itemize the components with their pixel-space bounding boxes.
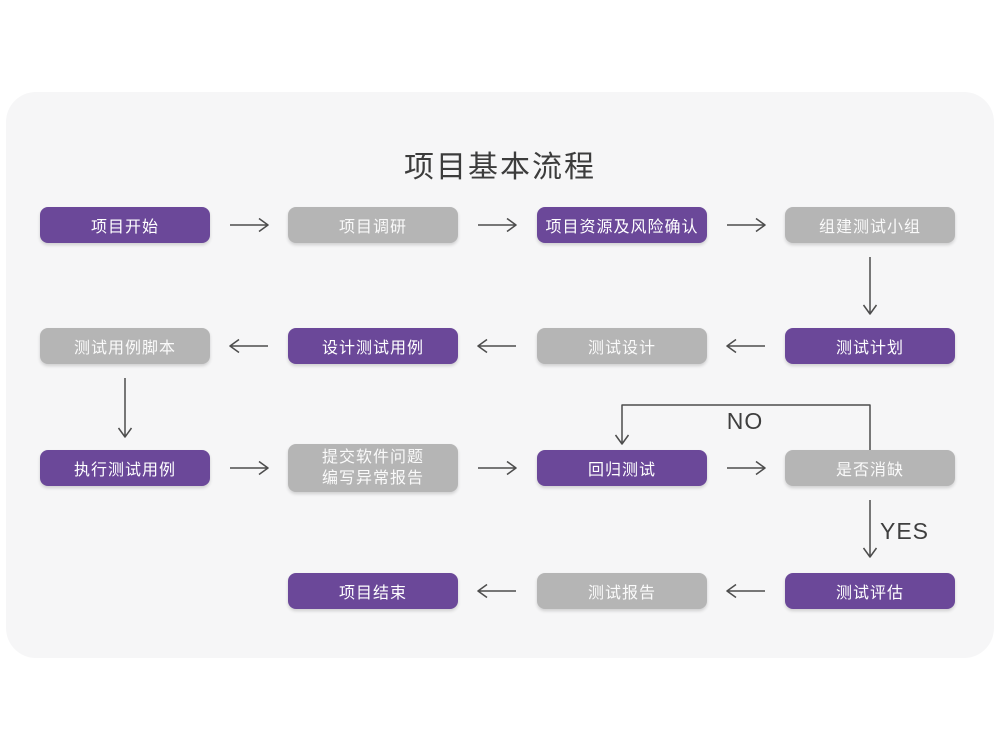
flow-node-test-plan: 测试计划 [785, 328, 955, 364]
flow-node-test-design: 测试设计 [537, 328, 707, 364]
flow-node-test-report: 测试报告 [537, 573, 707, 609]
flowchart-card [6, 92, 994, 658]
flow-node-submit-issue-report: 提交软件问题 编写异常报告 [288, 444, 458, 492]
flow-node-form-test-team: 组建测试小组 [785, 207, 955, 243]
flow-node-project-start: 项目开始 [40, 207, 210, 243]
flow-node-defect-resolved: 是否消缺 [785, 450, 955, 486]
diagram-title: 项目基本流程 [404, 151, 596, 184]
flow-node-regression-test: 回归测试 [537, 450, 707, 486]
flow-node-test-evaluation: 测试评估 [785, 573, 955, 609]
submit-issue-line1: 提交软件问题 [321, 449, 424, 466]
flow-node-project-research: 项目调研 [288, 207, 458, 243]
flow-node-test-case-script: 测试用例脚本 [40, 328, 210, 364]
flow-node-execute-test-case: 执行测试用例 [40, 450, 210, 486]
flow-node-project-end: 项目结束 [288, 573, 458, 609]
branch-label-yes: YES [880, 518, 930, 544]
branch-label-no: NO [726, 408, 764, 434]
submit-issue-line2: 编写异常报告 [321, 470, 424, 487]
flow-node-design-test-case: 设计测试用例 [288, 328, 458, 364]
flow-node-resource-risk-confirm: 项目资源及风险确认 [537, 207, 707, 243]
